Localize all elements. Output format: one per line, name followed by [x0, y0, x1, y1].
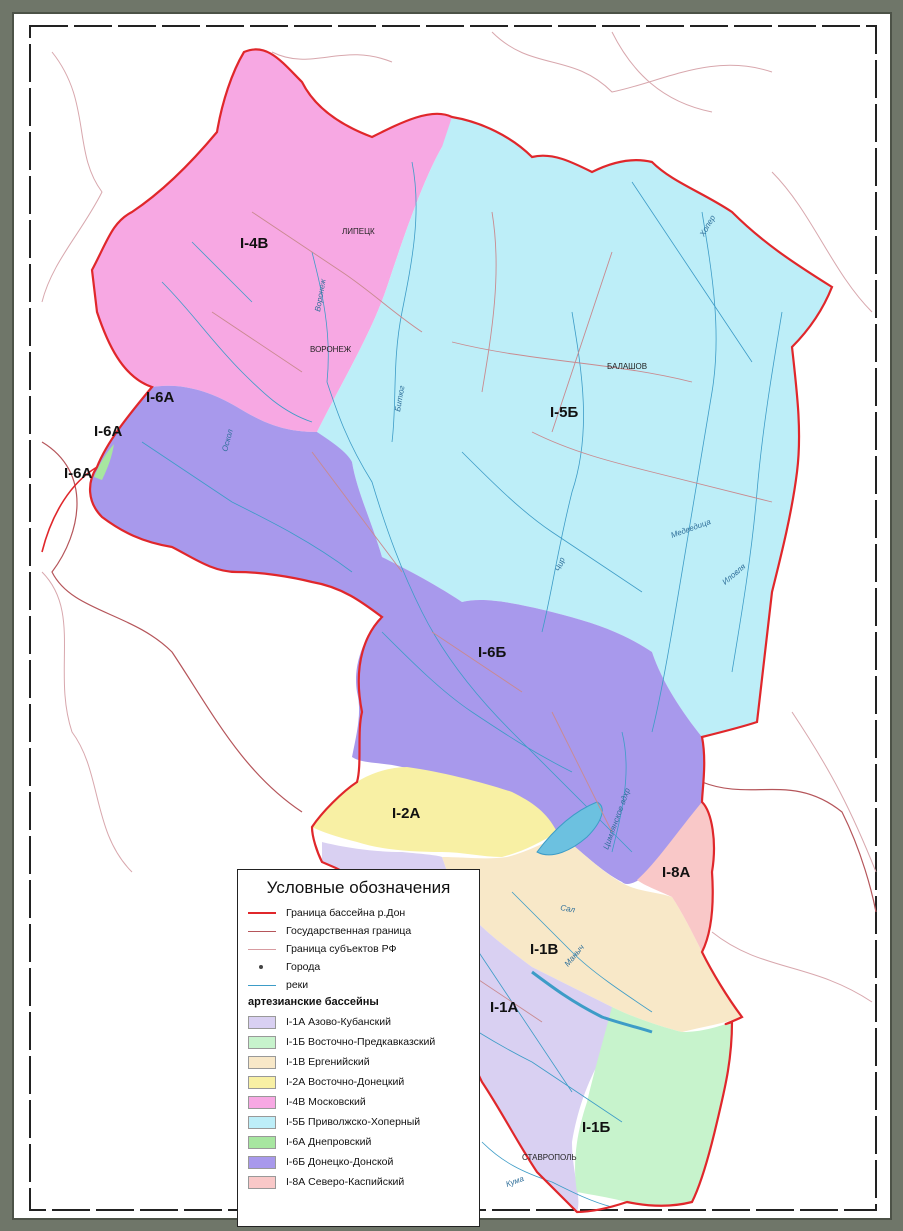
legend-row-rivers: реки: [248, 976, 469, 994]
label-i-8a: I-8А: [662, 864, 691, 881]
legend-basin-label: I-4В Московский: [286, 1096, 366, 1108]
legend-row-basin: I-1А Азово-Кубанский: [248, 1012, 469, 1032]
region-i-6a-sliver: [94, 444, 114, 480]
city-balashov: БАЛАШОВ: [607, 362, 647, 371]
legend-basin-label: I-5Б Приволжско-Хоперный: [286, 1116, 421, 1128]
label-i-6a-middle: I-6А: [94, 423, 123, 440]
basin-boundary-west: [41, 466, 98, 553]
city-lipetsk: ЛИПЕЦК: [342, 227, 375, 236]
legend-symbol-river: [248, 984, 276, 986]
legend-row-basin-boundary: Граница бассейна р.Дон: [248, 904, 469, 922]
legend-label-state-border: Государственная граница: [286, 925, 412, 937]
legend-label-basin-boundary: Граница бассейна р.Дон: [286, 907, 406, 919]
tsimlyansk-reservoir: [536, 801, 603, 856]
region-i-2a: [312, 767, 557, 857]
legend-subtitle: артезианские бассейны: [248, 996, 379, 1008]
label-i-1a: I-1А: [490, 999, 519, 1016]
legend-symbol-basin-boundary: [248, 912, 276, 914]
legend-swatch: [248, 1035, 276, 1049]
legend-row-basin: I-5Б Приволжско-Хоперный: [248, 1112, 469, 1132]
legend-row-state-border: Государственная граница: [248, 922, 469, 940]
legend-row-cities: Города: [248, 958, 469, 976]
legend-symbol-state-border: [248, 930, 276, 932]
city-voronezh: ВОРОНЕЖ: [310, 345, 352, 354]
legend-symbol-subject-border: [248, 948, 276, 950]
map-legend: Условные обозначения Граница бассейна р.…: [237, 869, 480, 1227]
region-i-6b: [90, 385, 705, 884]
label-i-1v: I-1В: [530, 941, 559, 958]
legend-swatch: [248, 1175, 276, 1189]
river-label-sal: Сал: [560, 903, 577, 915]
region-i-8a: [637, 802, 714, 952]
label-i-6b: I-6Б: [478, 644, 507, 661]
legend-basin-label: I-1В Ергенийский: [286, 1056, 370, 1068]
legend-basin-label: I-2А Восточно-Донецкий: [286, 1076, 405, 1088]
don-basin-boundary: [89, 48, 834, 1214]
region-i-4v: [92, 49, 457, 432]
legend-swatch: [248, 1095, 276, 1109]
legend-row-basin: I-1В Ергенийский: [248, 1052, 469, 1072]
city-stavropol: СТАВРОПОЛЬ: [522, 1153, 577, 1162]
legend-row-subject-border: Граница субъектов РФ: [248, 940, 469, 958]
legend-swatch: [248, 1075, 276, 1089]
legend-row-basin: I-8А Северо-Каспийский: [248, 1172, 469, 1192]
label-i-2a: I-2А: [392, 805, 421, 822]
region-i-1b: [575, 1007, 732, 1206]
legend-label-cities: Города: [286, 961, 321, 973]
legend-row-basin: I-4В Московский: [248, 1092, 469, 1112]
legend-basin-label: I-1А Азово-Кубанский: [286, 1016, 391, 1028]
legend-swatch: [248, 1015, 276, 1029]
label-i-6a-top: I-6А: [146, 389, 175, 406]
label-i-1b: I-1Б: [582, 1119, 611, 1136]
legend-title: Условные обозначения: [266, 878, 451, 897]
legend-label-subject-border: Граница субъектов РФ: [286, 943, 397, 955]
legend-row-basin: I-6Б Донецко-Донской: [248, 1152, 469, 1172]
legend-basin-label: I-8А Северо-Каспийский: [286, 1176, 405, 1188]
label-i-6a-bottom: I-6А: [64, 465, 93, 482]
admin-borders: [41, 31, 877, 1003]
legend-swatch: [248, 1055, 276, 1069]
basin-map: I-4В I-5Б I-6А I-6А I-6А I-6Б I-2А I-1В …: [29, 25, 877, 1214]
city-dot-icon: [259, 965, 263, 969]
rivers: [141, 161, 783, 1208]
state-border: [41, 441, 877, 913]
map-frame: I-4В I-5Б I-6А I-6А I-6А I-6Б I-2А I-1В …: [12, 12, 892, 1227]
legend-basin-label: I-1Б Восточно-Предкавказский: [286, 1036, 436, 1048]
label-i-4v: I-4В: [240, 235, 269, 252]
legend-row-basin: I-6А Днепровский: [248, 1132, 469, 1152]
label-i-5b: I-5Б: [550, 404, 579, 421]
manych-lakes: [531, 970, 653, 1034]
region-i-1v: [442, 834, 742, 1032]
legend-swatch: [248, 1135, 276, 1149]
river-label-kuma: Кума: [505, 1174, 526, 1189]
legend-basin-label: I-6Б Донецко-Донской: [286, 1156, 394, 1168]
region-i-5b: [317, 117, 832, 737]
legend-row-basin: I-2А Восточно-Донецкий: [248, 1072, 469, 1092]
legend-swatch: [248, 1115, 276, 1129]
legend-basin-label: I-6А Днепровский: [286, 1136, 372, 1148]
legend-row-basin: I-1Б Восточно-Предкавказский: [248, 1032, 469, 1052]
legend-label-rivers: реки: [286, 979, 309, 991]
legend-swatch: [248, 1155, 276, 1169]
